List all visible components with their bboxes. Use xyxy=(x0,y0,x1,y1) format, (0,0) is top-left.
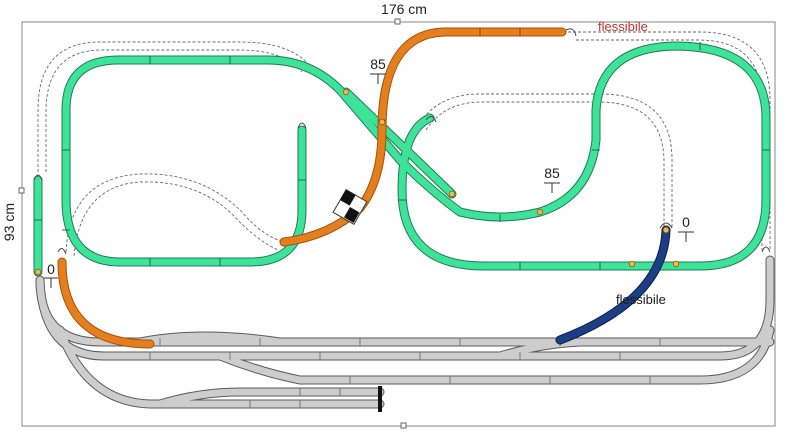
green-track-joints xyxy=(34,42,770,270)
dim-marker-bottom xyxy=(400,422,407,429)
orange-track xyxy=(57,27,567,349)
height-dimension-label: 93 cm xyxy=(1,203,17,241)
dim-marker-left xyxy=(18,187,25,194)
width-dimension-label: 176 cm xyxy=(381,1,427,17)
elevation-marker-0-left: 0 xyxy=(44,261,58,288)
elevation-marker-0-right: 0 xyxy=(678,214,694,242)
flex-note-bottom: flessibile xyxy=(616,292,666,307)
gray-lower-tracks xyxy=(35,255,775,409)
track-crossing xyxy=(332,189,368,225)
orange-track-joints xyxy=(378,28,521,121)
baseboard-frame xyxy=(21,21,776,427)
gray-track-joints xyxy=(149,338,661,408)
elevation-label-0-left: 0 xyxy=(47,261,55,277)
junction-markers xyxy=(34,88,680,276)
elevation-marker-85-left: 85 xyxy=(370,56,386,84)
elevation-label-0-right: 0 xyxy=(682,214,690,230)
elevation-marker-85-right: 85 xyxy=(544,165,560,193)
flex-note-top: flessibile xyxy=(598,19,648,34)
green-track xyxy=(33,41,771,277)
blue-flex-track xyxy=(555,225,671,345)
elevation-label-85-right: 85 xyxy=(544,165,560,181)
elevation-label-85-left: 85 xyxy=(370,56,386,72)
track-end-markers xyxy=(33,28,771,255)
buffer-stops xyxy=(378,386,382,412)
dim-marker-top xyxy=(394,18,401,25)
